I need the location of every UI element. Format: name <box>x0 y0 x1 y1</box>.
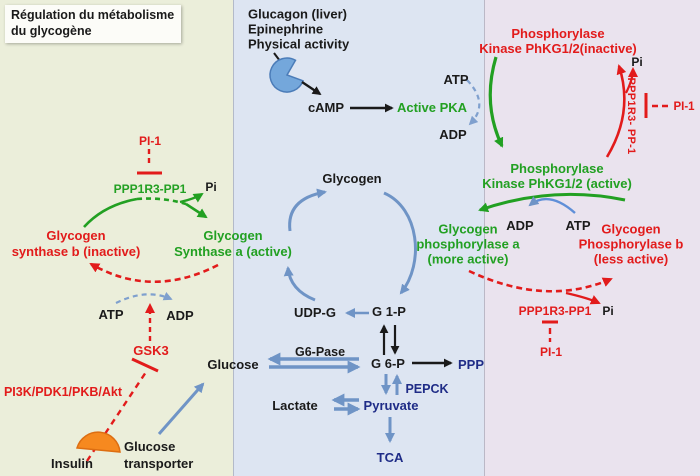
glycogen-synthase-a-label: Glycogen Synthase a (active) <box>174 228 292 259</box>
panel-divider-left <box>233 0 234 476</box>
adp-label-left: ADP <box>166 308 194 323</box>
atp-label-left: ATP <box>98 307 124 322</box>
pi-label-bottom-right: Pi <box>602 304 614 318</box>
kinase-inactive-label: Phosphorylase Kinase PhKG1/2(inactive) <box>479 26 637 56</box>
glucose-transporter-label: Glucose transporter <box>124 439 194 471</box>
diagram-title: Régulation du métabolisme du glycogène <box>5 5 182 43</box>
g6p-label: G 6-P <box>371 356 405 371</box>
pyruvate-label: Pyruvate <box>363 398 419 413</box>
kinase-active-label: Phosphorylase Kinase PhKG1/2 (active) <box>482 161 632 191</box>
pi-label-left: Pi <box>205 180 217 194</box>
pi1-label-top-right: PI-1 <box>673 101 695 113</box>
atp-label-right: ATP <box>565 218 591 233</box>
insulin-label: Insulin <box>51 456 93 471</box>
stimuli-label: Glucagon (liver) Epinephrine Physical ac… <box>248 6 350 52</box>
phosphatase-label-left: PPP1R3-PP1 <box>113 182 187 196</box>
atp-label-top: ATP <box>443 72 469 87</box>
tca-label: TCA <box>376 450 404 465</box>
phosphorylase-b-label: Glycogen Phosphorylase b (less active) <box>578 221 684 267</box>
ppp-label: PPP <box>457 357 485 372</box>
pi1-label-bottom-right: PI-1 <box>539 345 563 359</box>
gsk3-label: GSK3 <box>133 343 169 358</box>
adp-label-top: ADP <box>439 127 467 142</box>
pi3k-pathway-label: PI3K/PDK1/PKB/Akt <box>3 385 123 399</box>
panel-divider-right <box>484 0 485 476</box>
pi1-label-left: PI-1 <box>138 134 162 148</box>
adp-label-right: ADP <box>506 218 534 233</box>
phosphorylase-a-label: Glycogen phosphorylase a (more active) <box>416 221 520 267</box>
camp-label: cAMP <box>307 100 345 115</box>
active-pka-label: Active PKA <box>396 100 468 115</box>
g1p-label: G 1-P <box>372 304 406 319</box>
pepck-label: PEPCK <box>405 382 449 396</box>
glycogen-label: Glycogen <box>322 171 382 186</box>
g6pase-label: G6-Pase <box>294 345 346 359</box>
phosphatase-label-right: PPP1R3-PP1 <box>518 304 592 318</box>
udp-g-label: UDP-G <box>294 305 336 320</box>
glycogen-synthase-b-label: Glycogen synthase b (inactive) <box>11 228 141 259</box>
phosphorylase-panel-background <box>484 0 700 476</box>
lactate-label: Lactate <box>272 398 318 413</box>
glucose-label: Glucose <box>207 357 259 372</box>
phosphatase-rotated-label: PPP1R3- PP-1 <box>625 77 637 155</box>
pi-label-top-right: Pi <box>631 55 643 69</box>
